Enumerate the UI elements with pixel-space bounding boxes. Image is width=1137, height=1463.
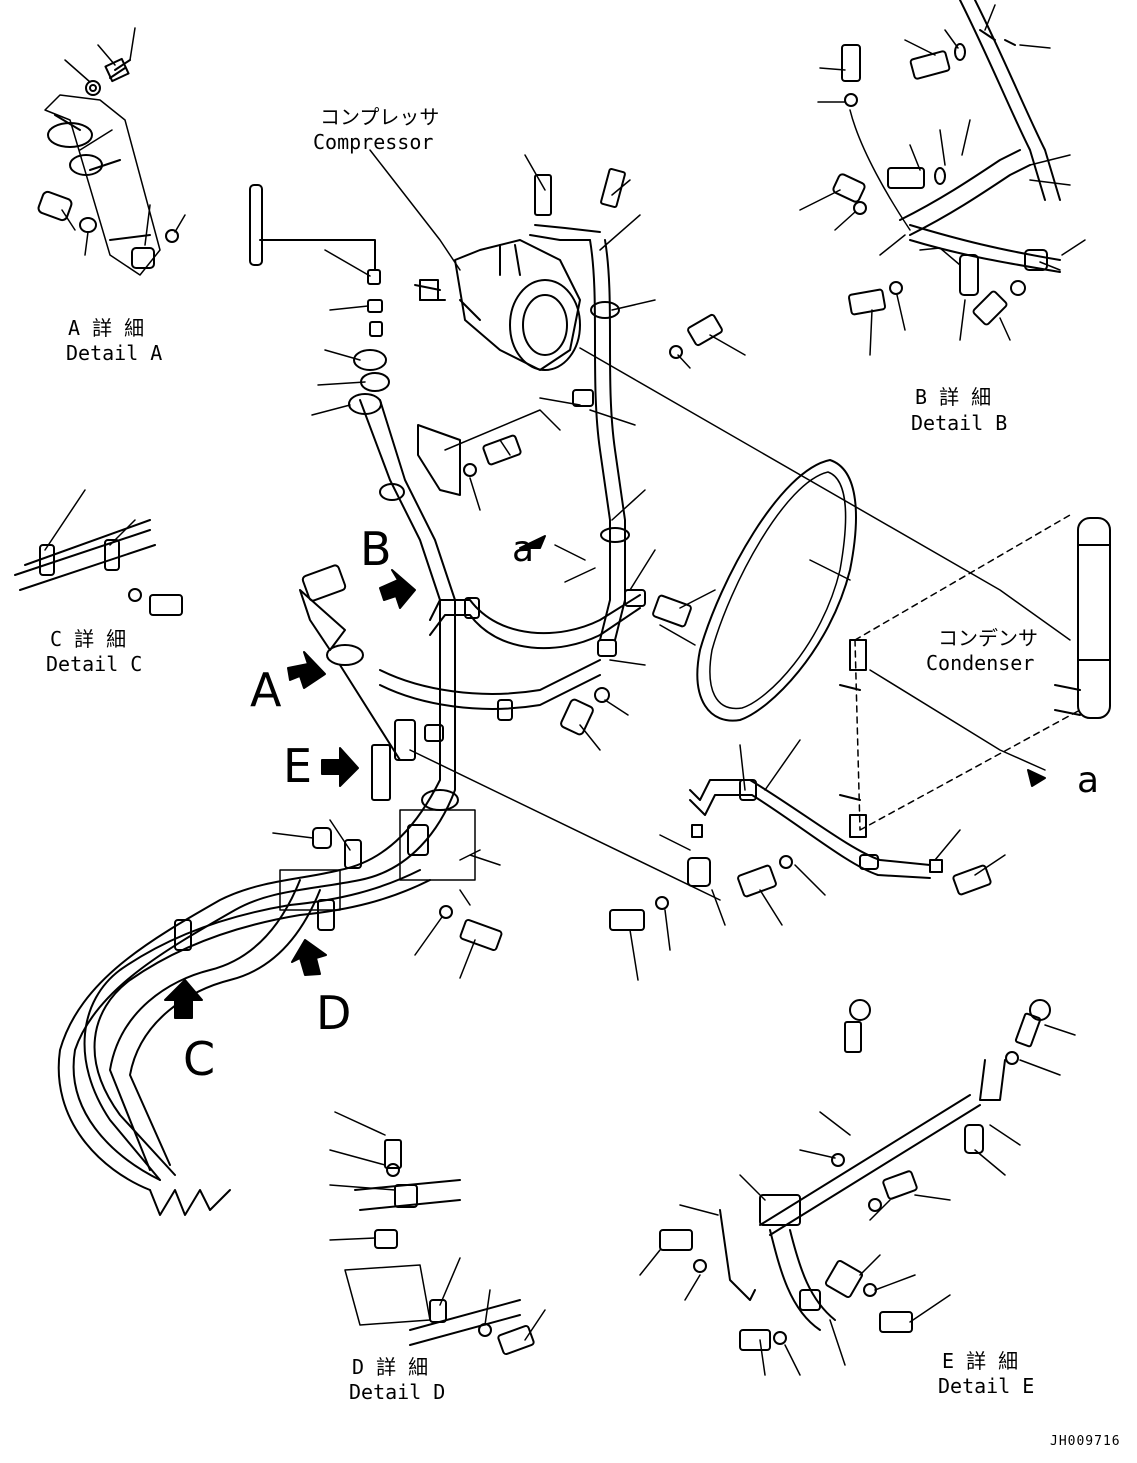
detail-e-label-jp: E 詳 細 bbox=[942, 1349, 1019, 1373]
hose-lines bbox=[57, 224, 641, 1216]
view-arrows bbox=[164, 535, 1046, 1019]
detail-b-label-jp: B 詳 細 bbox=[915, 385, 992, 409]
view-letter-c: C bbox=[183, 1032, 216, 1086]
detail-c-label-en: Detail C bbox=[46, 652, 143, 676]
view-letter-a: A bbox=[250, 663, 282, 717]
view-arrow-d bbox=[291, 939, 327, 976]
condenser-hose bbox=[687, 779, 943, 887]
drive-belt bbox=[696, 459, 857, 722]
ref-arrow-right bbox=[1027, 769, 1046, 787]
detail-b-drawing bbox=[799, 0, 1086, 356]
leader-lines bbox=[272, 149, 1071, 981]
detail-a-label-jp: A 詳 細 bbox=[68, 316, 145, 340]
center-parts bbox=[249, 167, 992, 952]
view-letter-d: D bbox=[316, 986, 352, 1040]
reference-mark-upper: a bbox=[512, 529, 535, 570]
detail-d-label-en: Detail D bbox=[349, 1380, 446, 1404]
detail-c-drawing bbox=[14, 489, 183, 616]
hose-clips bbox=[174, 301, 879, 951]
compressor-label-en: Compressor bbox=[313, 130, 434, 154]
detail-d-drawing bbox=[329, 1111, 546, 1356]
detail-b-label-en: Detail B bbox=[911, 411, 1008, 435]
compressor-drawing bbox=[414, 239, 581, 371]
compressor-label-jp: コンプレッサ bbox=[320, 105, 440, 129]
view-letter-b: B bbox=[360, 522, 392, 576]
ref-arrow-upper bbox=[519, 535, 546, 549]
detail-e-drawing bbox=[639, 999, 1076, 1376]
view-arrow-a bbox=[287, 651, 326, 689]
detail-a-drawing bbox=[37, 27, 186, 276]
condenser-label-en: Condenser bbox=[926, 651, 1035, 675]
condenser-label-jp: コンデンサ bbox=[938, 626, 1038, 650]
reference-mark-right: a bbox=[1077, 760, 1100, 801]
detail-e-label-en: Detail E bbox=[938, 1374, 1035, 1398]
detail-a-label-en: Detail A bbox=[66, 341, 163, 365]
detail-c-label-jp: C 詳 細 bbox=[50, 627, 127, 651]
view-arrow-b bbox=[379, 569, 416, 609]
detail-d-label-jp: D 詳 細 bbox=[352, 1355, 429, 1379]
view-arrow-e bbox=[321, 747, 359, 787]
condenser-drawing bbox=[839, 514, 1111, 838]
drawing-code: JH009716 bbox=[1050, 1434, 1121, 1449]
view-letter-e: E bbox=[283, 739, 313, 793]
view-arrow-c bbox=[164, 979, 203, 1019]
